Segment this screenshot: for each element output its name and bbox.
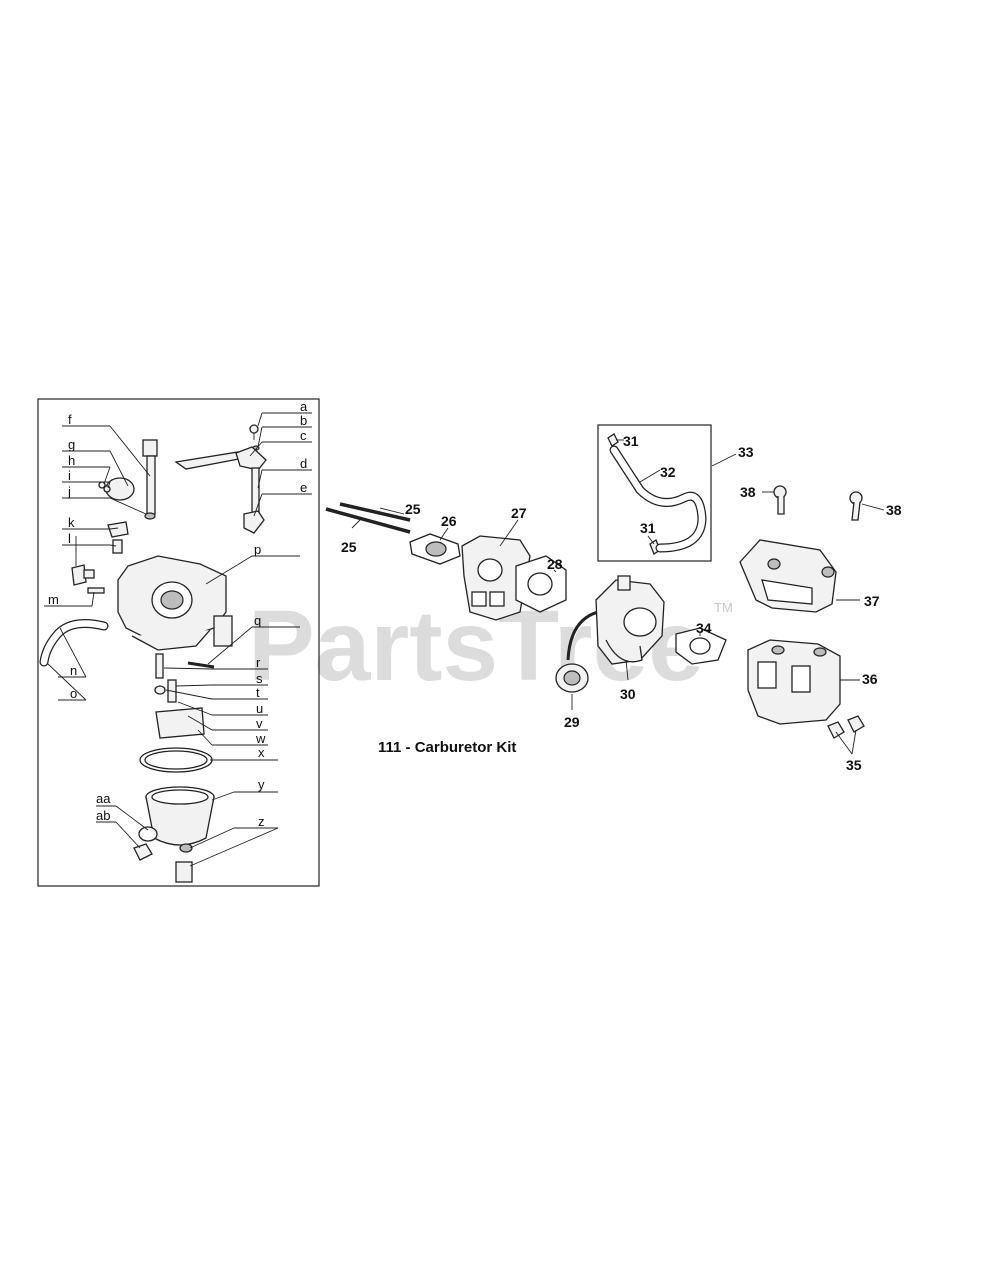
callout-25-lower: 25 xyxy=(341,539,357,555)
callout-t: t xyxy=(256,685,260,700)
callout-e: e xyxy=(300,480,307,495)
kit-callout-labels: a b c d e f g h i j k l m n o p q r s t … xyxy=(48,399,308,829)
callout-31-lower: 31 xyxy=(640,520,656,536)
callout-g: g xyxy=(68,437,75,452)
callout-i: i xyxy=(68,468,71,483)
callout-b: b xyxy=(300,413,307,428)
main-leader-lines xyxy=(351,439,885,755)
kit-pointer-lines xyxy=(47,412,279,867)
carburetor-kit-panel xyxy=(37,398,320,887)
callout-k: k xyxy=(68,515,75,530)
callout-a: a xyxy=(300,399,308,414)
callout-30: 30 xyxy=(620,686,636,702)
watermark-tm: TM xyxy=(714,600,733,615)
callout-29: 29 xyxy=(564,714,580,730)
callout-c: c xyxy=(300,428,307,443)
carburetor-kit-label: 111 - Carburetor Kit xyxy=(378,739,516,756)
callout-25-upper: 25 xyxy=(405,501,421,517)
callout-h: h xyxy=(68,453,75,468)
callout-x: x xyxy=(258,745,265,760)
callout-33: 33 xyxy=(738,444,754,460)
callout-p: p xyxy=(254,542,261,557)
callout-y: y xyxy=(258,777,265,792)
callout-38-left: 38 xyxy=(740,484,756,500)
callout-z: z xyxy=(258,814,265,829)
callout-38-right: 38 xyxy=(886,502,902,518)
callout-26: 26 xyxy=(441,513,457,529)
callout-ab: ab xyxy=(96,808,110,823)
callout-36: 36 xyxy=(862,671,878,687)
callout-aa: aa xyxy=(96,791,111,806)
callout-m: m xyxy=(48,592,59,607)
callout-j: j xyxy=(67,484,71,499)
callout-28: 28 xyxy=(547,556,563,572)
callout-u: u xyxy=(256,701,263,716)
callout-r: r xyxy=(256,655,261,670)
callout-q: q xyxy=(254,613,261,628)
callout-35: 35 xyxy=(846,757,862,773)
callout-v: v xyxy=(256,716,263,731)
callout-37: 37 xyxy=(864,593,880,609)
callout-w: w xyxy=(255,731,266,746)
callout-32: 32 xyxy=(660,464,676,480)
kit-parts-drawing xyxy=(39,424,267,883)
main-callout-labels: 25 25 26 27 28 29 30 31 31 32 33 34 35 3… xyxy=(341,433,902,773)
main-parts-drawing xyxy=(325,424,865,739)
callout-31-upper: 31 xyxy=(623,433,639,449)
callout-s: s xyxy=(256,671,263,686)
callout-27: 27 xyxy=(511,505,527,521)
callout-f: f xyxy=(68,412,72,427)
kit-leader-lines xyxy=(44,412,312,829)
callout-l: l xyxy=(68,531,71,546)
callout-n: n xyxy=(70,663,77,678)
callout-o: o xyxy=(70,686,77,701)
callout-34: 34 xyxy=(696,620,712,636)
callout-d: d xyxy=(300,456,307,471)
